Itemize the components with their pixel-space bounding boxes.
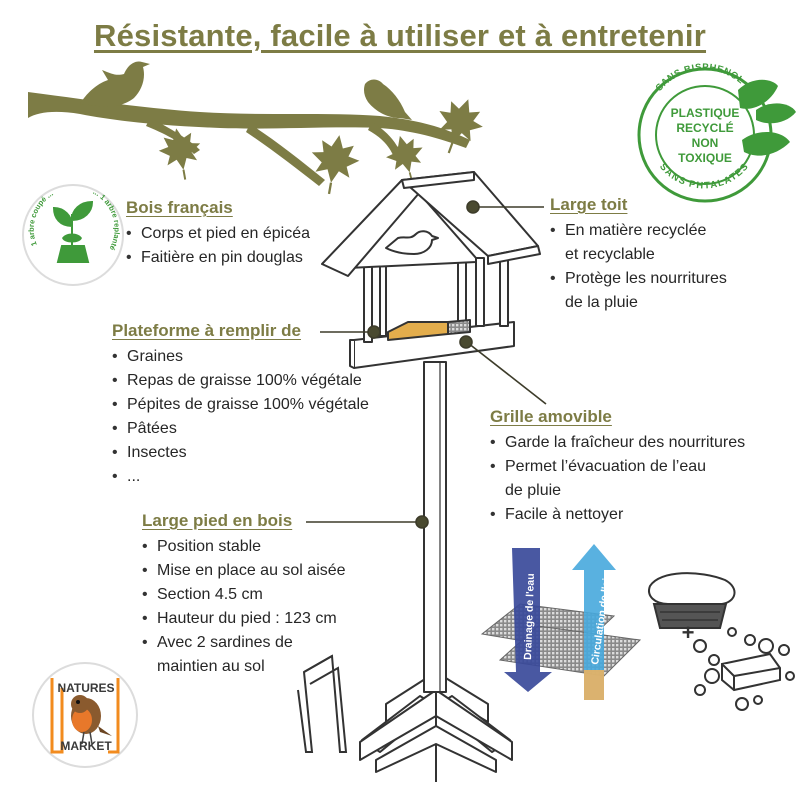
grille-illustration bbox=[480, 603, 642, 677]
bird-feeder-illustration bbox=[321, 171, 541, 782]
list-item: maintien au sol bbox=[157, 658, 265, 675]
list-item: Avec 2 sardines de bbox=[142, 631, 346, 655]
list-item: Faitière en pin douglas bbox=[126, 246, 310, 270]
section-heading: Large toit bbox=[550, 195, 628, 214]
tree-replanted-badge bbox=[22, 184, 124, 286]
list-item: Insectes bbox=[112, 441, 369, 465]
list-item: Mise en place au sol aisée bbox=[142, 559, 346, 583]
list-item: Pépites de graisse 100% végétale bbox=[112, 393, 369, 417]
page-title: Résistante, facile à utiliser et à entre… bbox=[93, 18, 707, 53]
section-grille: Grille amovible Garde la fraîcheur des n… bbox=[490, 407, 745, 527]
list-item: Hauteur du pied : 123 cm bbox=[142, 607, 346, 631]
bird-icon bbox=[364, 79, 412, 120]
section-pied: Large pied en bois Position stable Mise … bbox=[142, 511, 346, 679]
feature-list: Position stable Mise en place au sol ais… bbox=[142, 535, 346, 679]
feature-list: En matière recyclée et recyclable Protèg… bbox=[550, 219, 727, 315]
section-plateforme: Plateforme à remplir de Graines Repas de… bbox=[112, 321, 369, 489]
list-item: Section 4.5 cm bbox=[142, 583, 346, 607]
branch-illustration bbox=[28, 61, 490, 199]
recycled-plastic-badge bbox=[637, 67, 796, 203]
air-arrow bbox=[572, 544, 616, 700]
section-heading: Grille amovible bbox=[490, 407, 612, 426]
list-item: Repas de graisse 100% végétale bbox=[112, 369, 369, 393]
list-item: Pâtées bbox=[112, 417, 369, 441]
maple-leaf-icon bbox=[305, 130, 364, 199]
brush-icon bbox=[648, 572, 736, 629]
feature-list: Garde la fraîcheur des nourritures Perme… bbox=[490, 431, 745, 527]
feature-list: Corps et pied en épicéa Faitière en pin … bbox=[126, 222, 310, 270]
bird-icon bbox=[80, 61, 150, 107]
robin-icon bbox=[71, 695, 112, 745]
section-toit: Large toit En matière recyclée et recycl… bbox=[550, 195, 727, 315]
list-item: de la pluie bbox=[565, 294, 638, 311]
list-item: En matière recyclée bbox=[550, 219, 727, 243]
drainage-arrow bbox=[504, 548, 552, 692]
maple-leaf-icon bbox=[427, 91, 490, 161]
seedling-icon bbox=[52, 200, 94, 263]
list-item: Garde la fraîcheur des nourritures bbox=[490, 431, 745, 455]
list-item: ... bbox=[112, 465, 369, 489]
list-item: Facile à nettoyer bbox=[490, 503, 745, 527]
section-bois: Bois français Corps et pied en épicéa Fa… bbox=[126, 198, 310, 270]
section-heading: Plateforme à remplir de bbox=[112, 321, 301, 340]
section-heading: Large pied en bois bbox=[142, 511, 293, 530]
callout-lines bbox=[306, 200, 547, 529]
section-heading: Bois français bbox=[126, 198, 233, 217]
list-item: et recyclable bbox=[565, 246, 655, 263]
list-item: Graines bbox=[112, 345, 369, 369]
list-item: Position stable bbox=[142, 535, 346, 559]
bird-icon bbox=[385, 230, 439, 255]
tent-peg-icon bbox=[297, 654, 348, 753]
list-item: Permet l’évacuation de l’eau bbox=[490, 455, 745, 479]
list-item: de pluie bbox=[505, 482, 562, 499]
list-item: Protège les nourritures bbox=[550, 267, 727, 291]
soap-icon bbox=[693, 627, 795, 711]
list-item: Corps et pied en épicéa bbox=[126, 222, 310, 246]
natures-market-logo bbox=[32, 662, 138, 768]
feature-list: Graines Repas de graisse 100% végétale P… bbox=[112, 345, 369, 489]
